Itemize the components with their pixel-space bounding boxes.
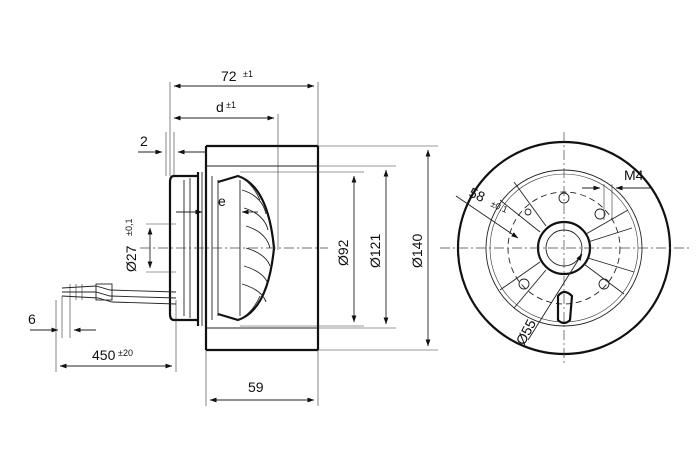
dim-121-label: Ø121 (367, 234, 383, 268)
spokes (499, 181, 635, 309)
dimension-72: 72 ±1 (169, 68, 319, 176)
dim-140-label: Ø140 (409, 234, 425, 268)
dimension-e: e (176, 190, 258, 216)
dim-27-tolerance: ±0,1 (124, 219, 134, 236)
dimension-27: Ø27 ±0,1 (123, 219, 176, 273)
dim-72-tolerance: ±1 (243, 69, 253, 79)
cable (61, 283, 177, 305)
dim-450-tolerance: ±20 (118, 348, 133, 358)
dim-e-label: e (218, 193, 226, 209)
dimension-d: d ±1 (173, 99, 279, 250)
dim-92-label: Ø92 (335, 239, 351, 266)
dimension-58: 58 ±0,1 (455, 184, 519, 239)
dimension-121: Ø121 (318, 165, 396, 329)
dim-72-label: 72 (221, 68, 237, 84)
dim-d-tolerance: ±1 (226, 100, 236, 110)
dimension-450: 450 ±20 (55, 300, 177, 372)
dimension-6: 6 (28, 296, 96, 338)
dimension-92: Ø92 (240, 171, 364, 327)
housing-outline (204, 144, 320, 352)
dimension-59: 59 (205, 350, 319, 406)
dim-6-label: 6 (28, 311, 36, 327)
cable-outlet (556, 290, 574, 325)
front-view: 58 ±0,1 M4 Ø55 (440, 132, 690, 364)
dimension-2: 2 (138, 132, 206, 176)
dim-59-label: 59 (248, 379, 264, 395)
side-view: 72 ±1 d ±1 2 e Ø (28, 68, 438, 406)
dim-450-label: 450 (92, 347, 116, 363)
dim-2-label: 2 (140, 133, 148, 149)
dim-58-label: 58 (467, 184, 488, 205)
dim-55-label: Ø55 (513, 316, 540, 347)
motor-flange (168, 172, 219, 326)
dimension-140: Ø140 (318, 145, 438, 351)
dim-27-label: Ø27 (123, 245, 139, 272)
dim-d-label: d (216, 99, 224, 115)
dim-m4-label: M4 (624, 167, 644, 183)
bolt-holes (518, 192, 610, 290)
dimension-m4: M4 (582, 167, 650, 220)
